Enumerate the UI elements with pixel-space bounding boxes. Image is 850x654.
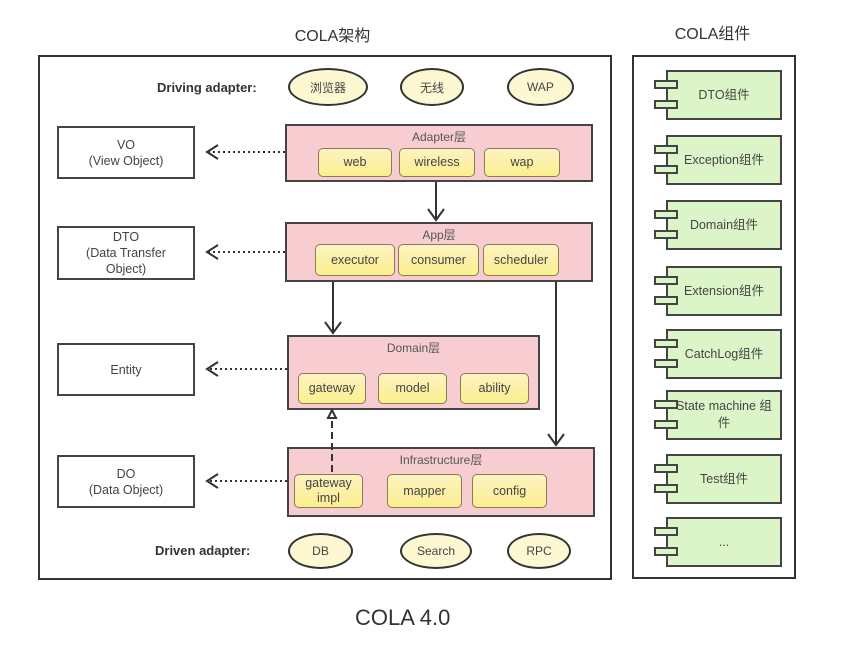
component-label: ...: [718, 534, 730, 549]
component-tab-icon: [654, 359, 678, 368]
module-config: config: [472, 474, 547, 508]
module-consumer: consumer: [398, 244, 479, 276]
entity-box: Entity: [57, 343, 195, 396]
components-title: COLA组件: [674, 26, 751, 43]
driving-adapter-label: Driving adapter:: [157, 80, 257, 95]
module-ability: ability: [460, 373, 529, 404]
component-box: State machine 组件: [666, 390, 782, 440]
do-line1: DO: [116, 466, 136, 481]
component-tab-icon: [654, 100, 678, 109]
component-label: Domain组件: [689, 217, 759, 232]
driven-adapter-rpc: RPC: [507, 533, 571, 569]
driving-adapter-browser: 浏览器: [288, 68, 368, 106]
infrastructure-layer: Infrastructure层 gateway impl mapper conf…: [287, 447, 595, 517]
component-tab-icon: [654, 339, 678, 348]
module-scheduler: scheduler: [483, 244, 559, 276]
component-tab-icon: [654, 296, 678, 305]
vo-line2: (View Object): [88, 153, 164, 168]
component-tab-icon: [654, 400, 678, 409]
entity-line1: Entity: [110, 362, 142, 377]
component-item-catchlog: CatchLog组件: [650, 329, 790, 379]
component-tab-icon: [654, 484, 678, 493]
version-title: COLA 4.0: [355, 605, 451, 630]
component-item-test: Test组件: [650, 454, 790, 504]
component-tab-icon: [654, 145, 678, 154]
vo-box: VO (View Object): [57, 126, 195, 179]
component-box: CatchLog组件: [666, 329, 782, 379]
component-label: CatchLog组件: [684, 346, 764, 361]
module-web: web: [318, 148, 392, 177]
dto-line3: Object): [105, 262, 147, 276]
module-wap: wap: [484, 148, 560, 177]
vo-line1: VO: [116, 137, 136, 152]
module-mapper: mapper: [387, 474, 462, 508]
component-box: Exception组件: [666, 135, 782, 185]
component-list: DTO组件 Exception组件 Domain组件 Extension组件 C…: [650, 68, 790, 578]
dto-line1: DTO: [112, 230, 140, 244]
app-layer-title: App层: [422, 228, 456, 242]
component-item-exception: Exception组件: [650, 135, 790, 185]
module-executor: executor: [315, 244, 395, 276]
component-tab-icon: [654, 547, 678, 556]
component-tab-icon: [654, 230, 678, 239]
component-item-domain: Domain组件: [650, 200, 790, 250]
driven-adapter-db: DB: [288, 533, 353, 569]
do-line2: (Data Object): [88, 482, 164, 497]
component-box: Test组件: [666, 454, 782, 504]
component-tab-icon: [654, 527, 678, 536]
domain-layer-title: Domain层: [386, 341, 441, 355]
adapter-layer-title: Adapter层: [411, 130, 467, 144]
component-label: Extension组件: [684, 283, 764, 298]
domain-layer: Domain层 gateway model ability: [287, 335, 540, 410]
driving-adapter-wap: WAP: [507, 68, 574, 106]
module-gateway: gateway: [298, 373, 366, 404]
dto-box: DTO (Data Transfer Object): [57, 226, 195, 280]
adapter-layer: Adapter层 web wireless wap: [285, 124, 593, 182]
architecture-title: COLA架构: [294, 28, 371, 45]
component-tab-icon: [654, 276, 678, 285]
component-tab-icon: [654, 420, 678, 429]
app-layer: App层 executor consumer scheduler: [285, 222, 593, 282]
component-item-more: ...: [650, 517, 790, 567]
module-model: model: [378, 373, 447, 404]
component-label: Exception组件: [684, 152, 764, 167]
driven-adapter-label: Driven adapter:: [155, 543, 251, 558]
component-box: DTO组件: [666, 70, 782, 120]
component-tab-icon: [654, 210, 678, 219]
component-item-dto: DTO组件: [650, 70, 790, 120]
component-tab-icon: [654, 165, 678, 174]
do-box: DO (Data Object): [57, 455, 195, 508]
component-item-extension: Extension组件: [650, 266, 790, 316]
component-box: ...: [666, 517, 782, 567]
module-wireless: wireless: [399, 148, 475, 177]
component-box: Extension组件: [666, 266, 782, 316]
infrastructure-layer-title: Infrastructure层: [399, 453, 483, 467]
component-item-state-machine: State machine 组件: [650, 390, 790, 440]
driving-adapter-wireless: 无线: [400, 68, 464, 106]
module-gateway-impl: gateway impl: [294, 474, 363, 508]
dto-line2: (Data Transfer: [86, 246, 166, 260]
component-tab-icon: [654, 80, 678, 89]
component-box: Domain组件: [666, 200, 782, 250]
component-tab-icon: [654, 464, 678, 473]
component-label: Test组件: [700, 471, 748, 486]
driven-adapter-search: Search: [400, 533, 472, 569]
component-label: DTO组件: [698, 87, 750, 102]
component-label: State machine 组件: [676, 399, 772, 430]
